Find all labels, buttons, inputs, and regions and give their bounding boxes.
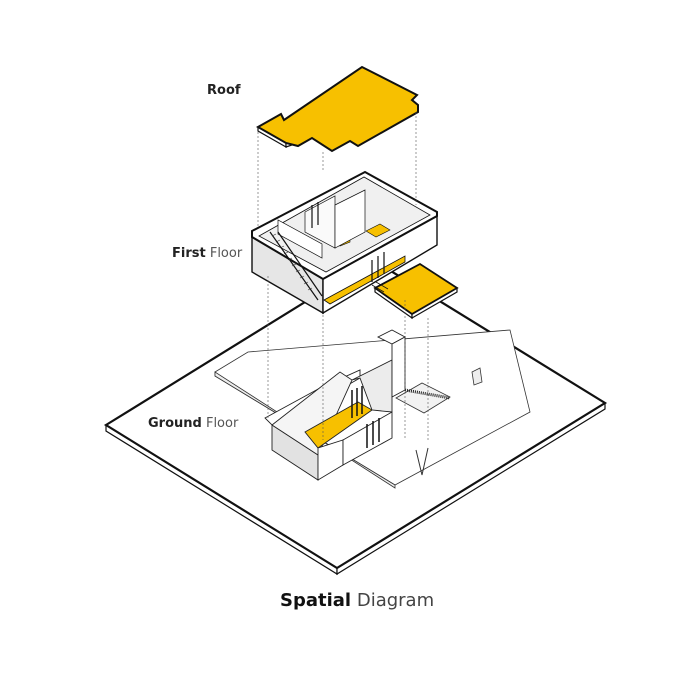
label-roof-text: Roof xyxy=(207,83,241,98)
diagram-title: Spatial Diagram xyxy=(280,590,434,611)
roof-slab xyxy=(255,65,419,153)
label-first-floor-light: Floor xyxy=(209,246,243,261)
label-first-floor-bold: First xyxy=(172,246,206,261)
label-first-floor: First Floor xyxy=(172,246,242,261)
label-ground-floor: Ground Floor xyxy=(148,416,238,431)
label-roof: Roof xyxy=(207,83,241,98)
label-ground-floor-bold: Ground xyxy=(148,416,202,431)
title-bold: Spatial xyxy=(280,590,352,611)
first-floor-box xyxy=(251,170,438,315)
ground-floor-building xyxy=(264,329,406,481)
stair-icon xyxy=(271,233,313,291)
entry-marker xyxy=(415,447,429,476)
first-floor-terrace xyxy=(371,262,459,320)
projection-lines xyxy=(257,112,429,440)
label-ground-floor-light: Floor xyxy=(205,416,239,431)
title-light: Diagram xyxy=(356,590,435,611)
